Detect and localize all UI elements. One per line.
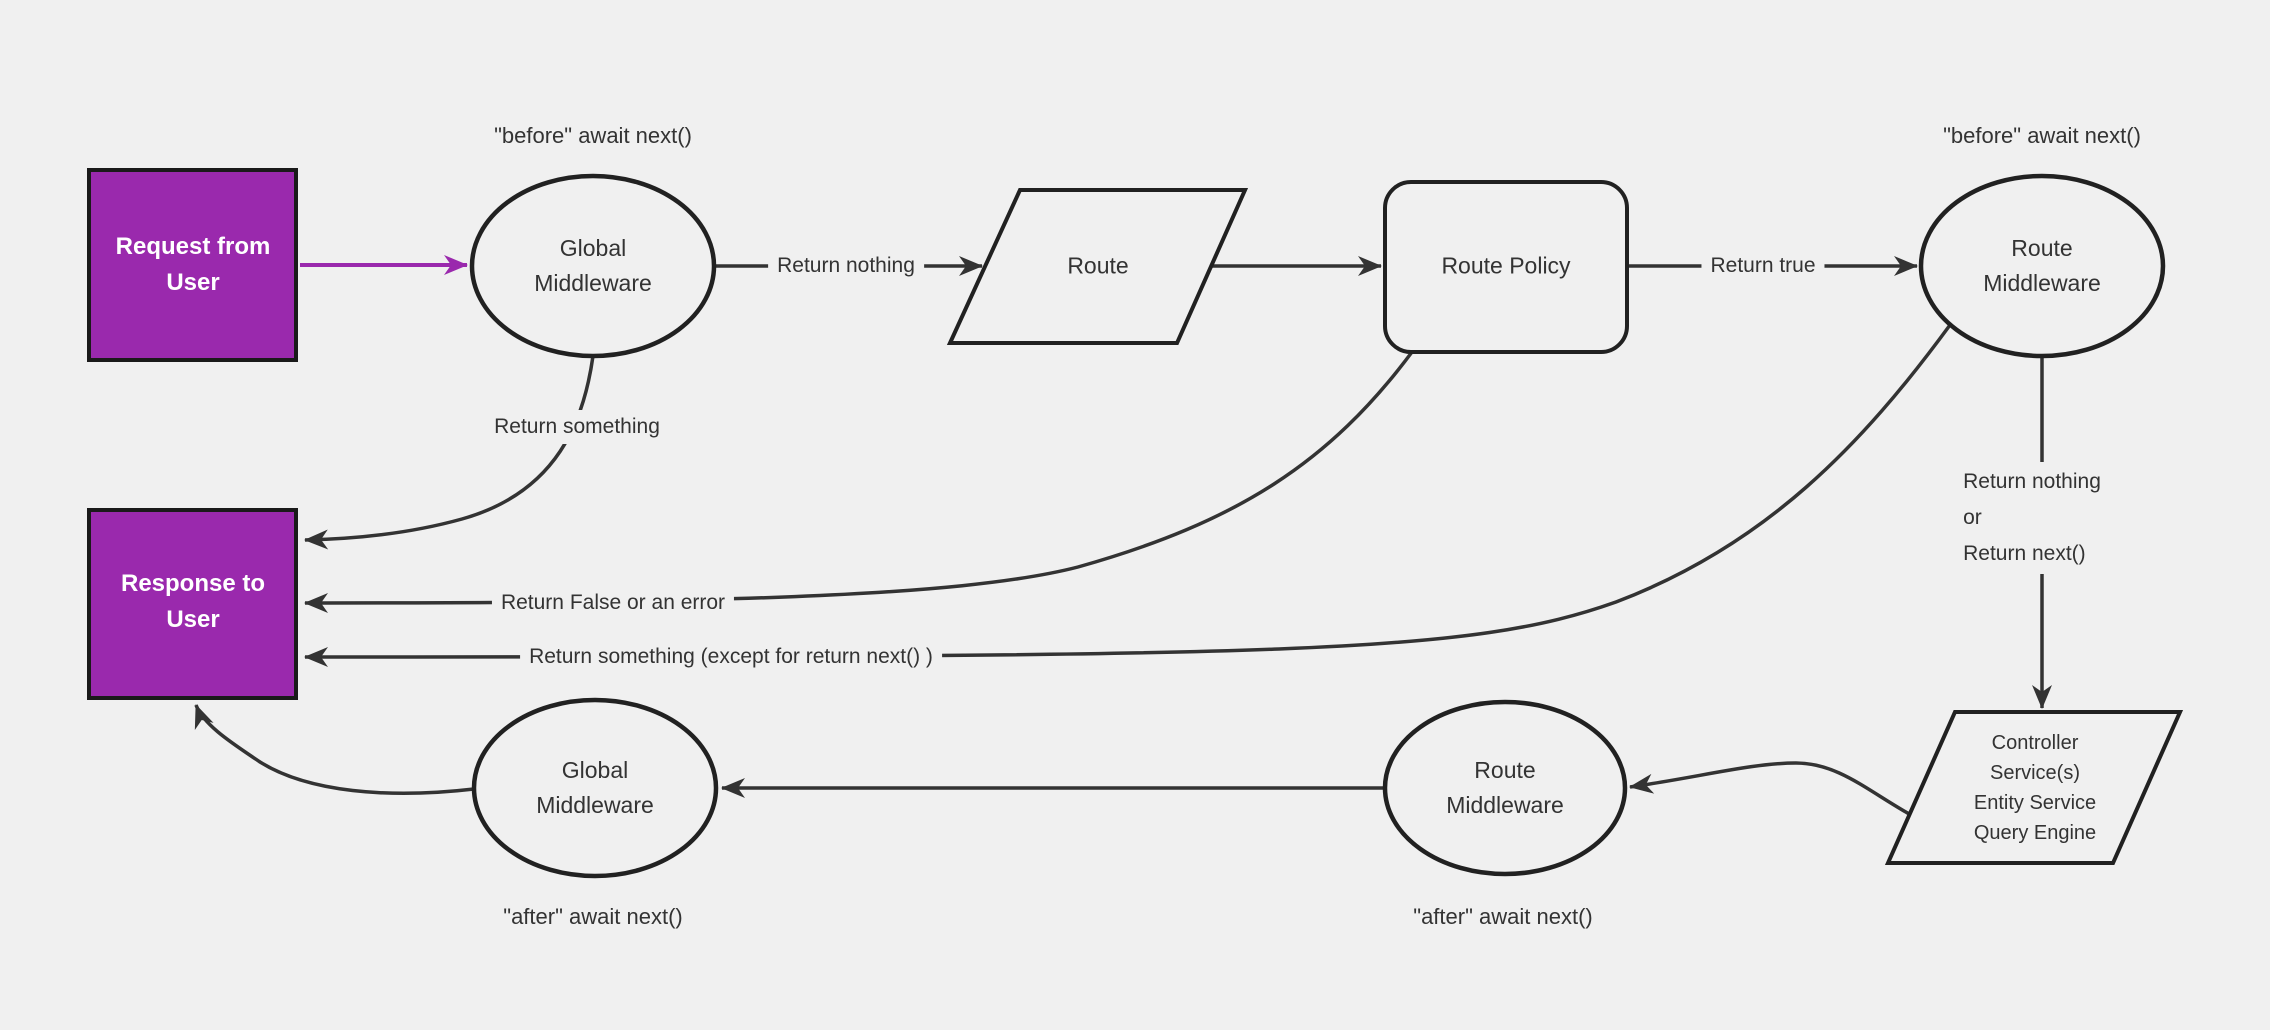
route-node [946, 188, 1249, 345]
return-true-label: Return true [1701, 249, 1825, 283]
route-middleware-top-node [1918, 173, 2166, 359]
response-to-user-node [87, 508, 298, 700]
after-await-next-right-label: "after" await next() [1413, 904, 1593, 929]
global-middleware-top-label: Global Middleware [534, 235, 652, 296]
after-await-next-left-label: "after" await next() [503, 904, 683, 929]
edge-globalmw-bottom-to-response [194, 704, 475, 796]
controller-services-node [1884, 710, 2184, 865]
return-something-except-label: Return something (except for return next… [520, 640, 942, 674]
return-nothing-label: Return nothing [768, 249, 924, 283]
before-await-next-right-label: "before" await next() [1943, 123, 2141, 148]
return-nothing-or-next-label: Return nothing or Return next() [1953, 462, 2111, 574]
global-middleware-top-node [469, 173, 717, 359]
edge-controller-to-routemw-bottom [1629, 761, 1912, 817]
route-policy-node [1383, 180, 1629, 354]
controller-services-label: Controller Service(s) Entity Service Que… [1973, 732, 2097, 844]
route-policy-label: Route Policy [1441, 252, 1571, 279]
route-middleware-bottom-label: Route Middleware [1446, 757, 1564, 818]
route-middleware-bottom-node [1382, 699, 1628, 877]
edge-globalmw-to-response [304, 355, 595, 550]
before-await-next-left-label: "before" await next() [494, 123, 692, 148]
response-to-user-label: Response to User [120, 570, 266, 633]
return-something-label: Return something [485, 410, 669, 444]
edge-policy-to-response [304, 350, 1414, 613]
request-from-user-node [87, 168, 298, 362]
route-label: Route [1067, 252, 1129, 279]
route-middleware-top-label: Route Middleware [1983, 235, 2101, 296]
return-false-or-error-label: Return False or an error [491, 586, 735, 620]
request-from-user-label: Request from User [115, 233, 271, 296]
global-middleware-bottom-node [471, 697, 719, 879]
global-middleware-bottom-label: Global Middleware [536, 757, 654, 818]
